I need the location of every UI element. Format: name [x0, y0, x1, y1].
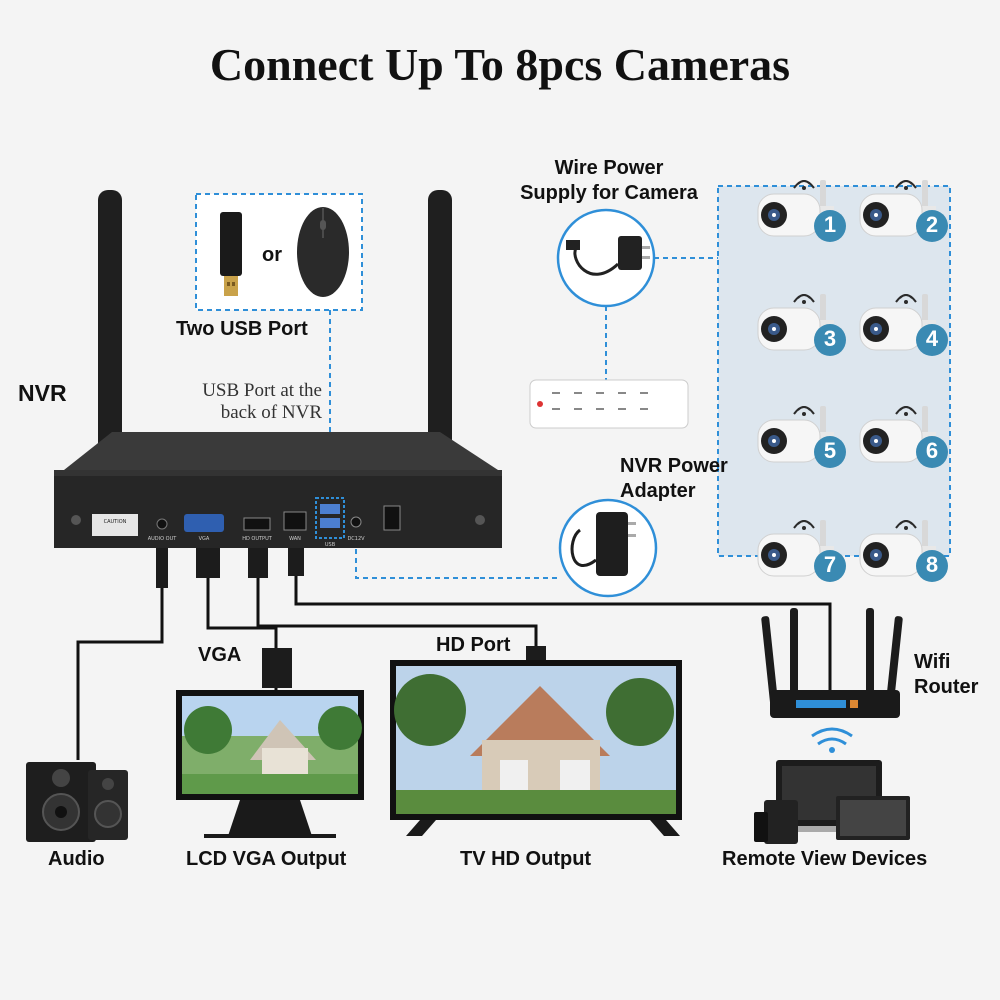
camera-2: [858, 180, 952, 252]
svg-text:DC12V: DC12V: [347, 536, 365, 542]
nvr-power-line1: NVR Power: [620, 455, 728, 477]
wire-power-line2: Supply for Camera: [520, 182, 698, 204]
usb-back-note-line1: USB Port at the: [202, 380, 322, 401]
vga-plug-icon: [196, 548, 220, 578]
camera-3: [756, 294, 850, 366]
tv-hd-output-label: TV HD Output: [460, 848, 592, 870]
wire-power-line1: Wire Power: [554, 157, 664, 179]
camera-1: [756, 180, 850, 252]
nvr-power-label: NVR Power Adapter: [620, 454, 728, 504]
vga-label: VGA: [198, 644, 242, 666]
nvr-power-link: [355, 540, 560, 579]
wifi-router-line2: Router: [914, 676, 979, 698]
camera-4: [858, 294, 952, 366]
camera-number-4: 4: [925, 326, 939, 351]
camera-8: [858, 520, 952, 592]
camera-icon: [757, 520, 846, 582]
wifi-router-icon: [761, 608, 903, 753]
camera-number-1: 1: [823, 212, 837, 237]
usb-back-note: USB Port at the back of NVR: [180, 380, 322, 424]
nvr-power-line2: Adapter: [620, 480, 696, 502]
camera-icon: [859, 294, 948, 356]
camera-panel: [718, 186, 950, 556]
audio-plug-icon: [156, 548, 168, 588]
hdmi-connector-icon: [526, 646, 546, 664]
remote-view-devices-label: Remote View Devices: [722, 848, 928, 870]
camera-icon: [757, 406, 846, 468]
camera-number-3: 3: [823, 326, 837, 351]
remote-devices-icon: [754, 760, 910, 844]
camera-power-adapter-icon: [566, 236, 650, 276]
nvr-device: CAUTION AUDIO OUT VGA HD OUTPUT WAN USB …: [54, 432, 502, 548]
camera-number-8: 8: [925, 552, 939, 577]
camera-7: [756, 520, 850, 592]
camera-icon: [757, 294, 846, 356]
hd-port-label: HD Port: [436, 634, 511, 656]
usb-dongle-icon: [220, 212, 242, 296]
rj45-plug-icon: [288, 548, 304, 576]
camera-icon: [859, 180, 948, 242]
svg-text:AUDIO OUT: AUDIO OUT: [148, 536, 178, 542]
svg-text:VGA: VGA: [199, 536, 210, 542]
wifi-router-label: Wifi Router: [914, 650, 978, 700]
svg-text:HD OUTPUT: HD OUTPUT: [242, 536, 273, 542]
audio-label: Audio: [48, 848, 105, 870]
lcd-vga-output-label: LCD VGA Output: [186, 848, 347, 870]
camera-panel-border: [717, 185, 951, 557]
camera-number-6: 6: [925, 438, 939, 463]
camera-icon: [757, 180, 846, 242]
vga-connector-icon: [262, 648, 292, 688]
svg-text:WAN: WAN: [289, 536, 301, 542]
usb-or-label: or: [262, 244, 282, 266]
camera-number-7: 7: [823, 552, 837, 577]
nvr-label: NVR: [18, 380, 67, 406]
wire-power-label: Wire Power Supply for Camera: [514, 156, 704, 206]
power-strip-icon: [529, 379, 689, 429]
audio-cable: [76, 548, 164, 760]
hdmi-plug-icon: [248, 548, 268, 578]
camera-5: [756, 406, 850, 478]
lcd-monitor-icon: [176, 690, 364, 838]
camera-number-5: 5: [823, 438, 837, 463]
hdmi-cable: [256, 548, 538, 660]
page-title: Connect Up To 8pcs Cameras: [209, 39, 791, 90]
svg-text:USB: USB: [325, 542, 336, 548]
nvr-power-adapter-icon: [570, 512, 636, 576]
tv-icon: [390, 660, 682, 836]
camera-icon: [859, 406, 948, 468]
camera-number-2: 2: [925, 212, 939, 237]
usb-back-note-line2: back of NVR: [220, 402, 322, 423]
wifi-router-line1: Wifi: [914, 651, 951, 673]
two-usb-port-label: Two USB Port: [176, 318, 308, 340]
camera-6: [858, 406, 952, 478]
speakers-icon: [26, 762, 128, 842]
svg-text:CAUTION: CAUTION: [104, 519, 127, 525]
mouse-icon: [297, 207, 349, 297]
camera-icon: [859, 520, 948, 582]
